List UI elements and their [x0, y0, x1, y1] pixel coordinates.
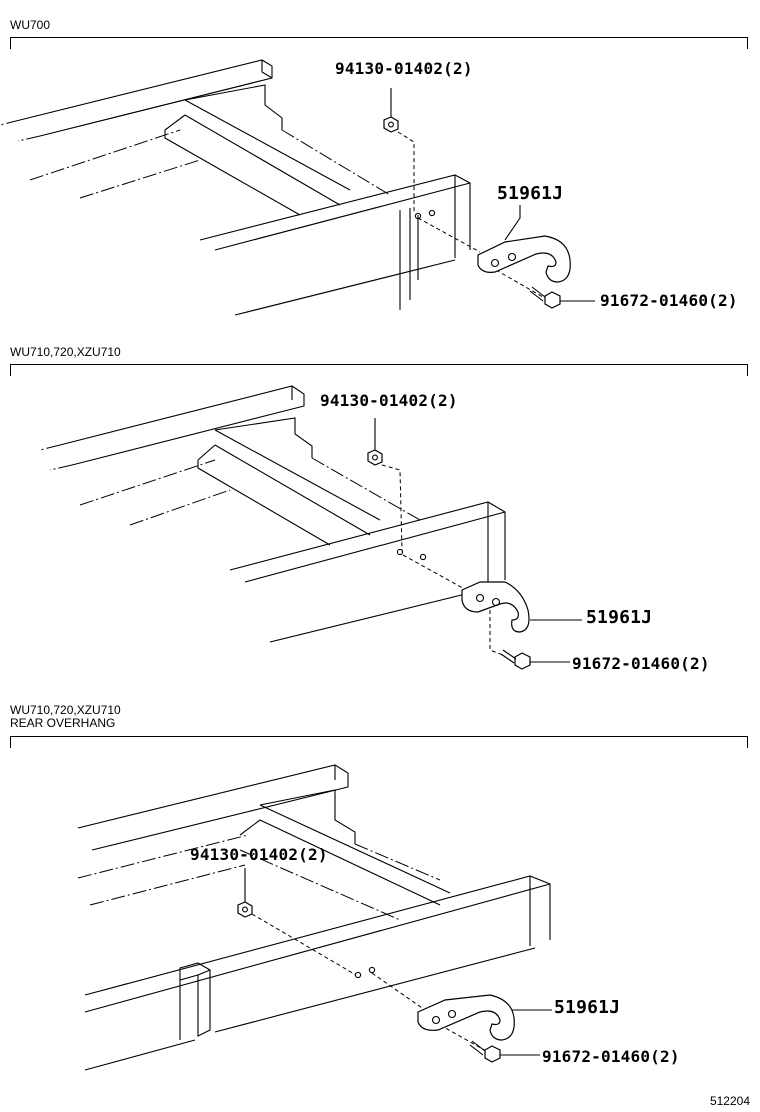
section-2-bracket	[10, 364, 748, 376]
section-1-label: WU700	[10, 18, 51, 32]
section-1-bolt-part-number: 91672-01460(2)	[600, 291, 738, 310]
section-2-label: WU710,720,XZU710	[10, 345, 121, 359]
tow-hook-icon	[461, 581, 530, 633]
section-2-parts	[367, 418, 582, 670]
section-3-bolt-part-number: 91672-01460(2)	[542, 1047, 680, 1066]
bolt-icon	[500, 649, 531, 670]
nut-icon	[367, 449, 383, 466]
section-3-nut-part-number: 94130-01402(2)	[190, 845, 328, 864]
section-1-bracket	[10, 37, 748, 49]
section-2-nut-part-number: 94130-01402(2)	[320, 391, 458, 410]
tow-hook-icon	[477, 235, 571, 283]
section-3-hook-part-number: 51961J	[554, 997, 621, 1018]
figure-code: 512204	[709, 1094, 750, 1108]
section-1-nut-part-number: 94130-01402(2)	[335, 59, 473, 78]
section-3-bracket	[10, 736, 748, 748]
section-1-hook-part-number: 51961J	[497, 183, 564, 204]
bolt-icon	[529, 286, 561, 309]
section-1-frame	[0, 59, 471, 316]
section-3-label: WU710,720,XZU710	[10, 703, 121, 717]
section-3-frame	[77, 764, 551, 1071]
section-2-hook-part-number: 51961J	[586, 607, 653, 628]
nut-icon	[237, 901, 253, 918]
section-2-bolt-part-number: 91672-01460(2)	[572, 654, 710, 673]
tow-hook-icon	[417, 994, 515, 1041]
section-3-sublabel: REAR OVERHANG	[10, 716, 116, 730]
section-2-frame	[39, 385, 506, 643]
section-1-parts	[383, 88, 595, 309]
nut-icon	[383, 116, 399, 133]
bolt-icon	[469, 1040, 501, 1063]
section-3-parts	[237, 868, 552, 1063]
